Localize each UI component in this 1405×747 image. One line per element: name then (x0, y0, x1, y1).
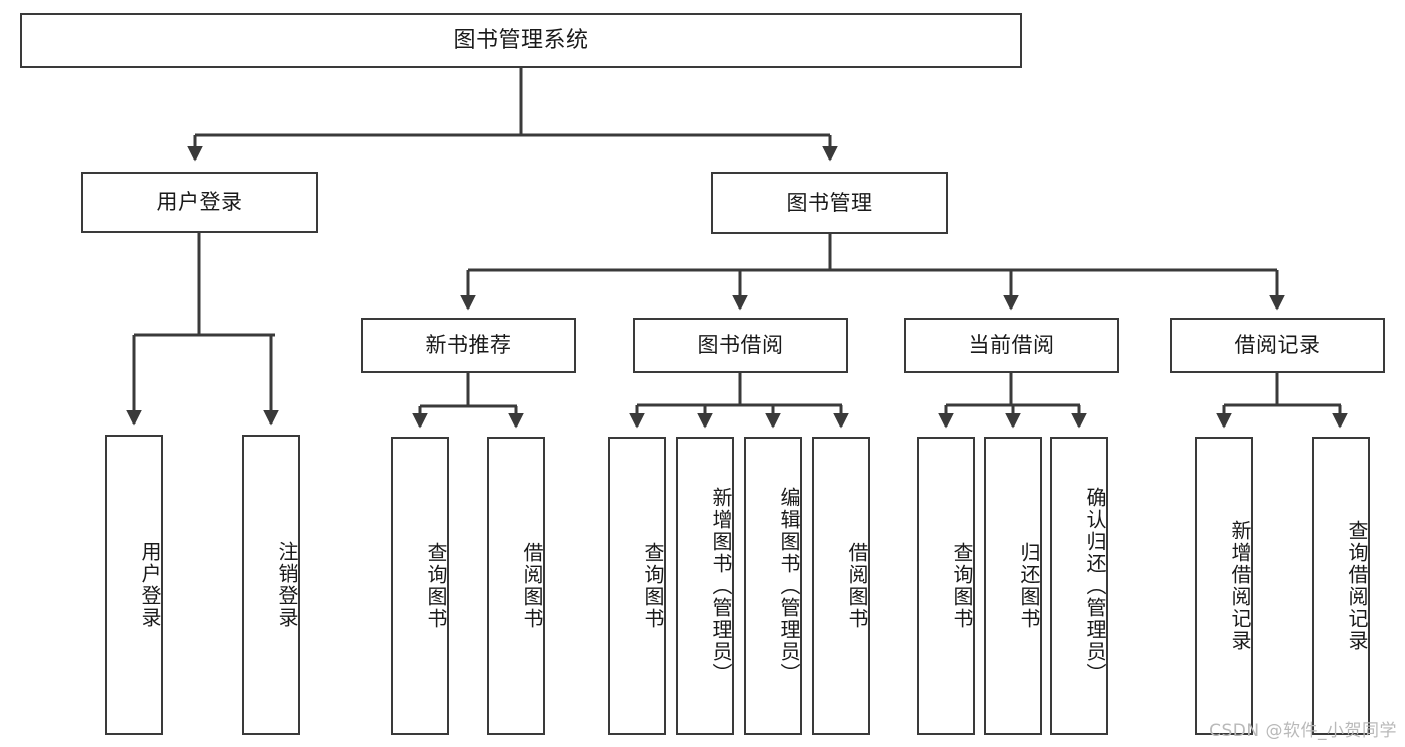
node-new-book-recommend[interactable]: 新书推荐 (361, 318, 576, 373)
node-user-login[interactable]: 用户登录 (81, 172, 318, 233)
leaf-borrow-book-1[interactable]: 借阅图书 (487, 437, 545, 735)
watermark: CSDN @软件_小贺同学 (1209, 721, 1397, 741)
leaf-query-book-2-label: 查询图书 (641, 542, 665, 630)
leaf-return-book-label: 归还图书 (1017, 542, 1041, 630)
leaf-edit-book-label: 编辑图书（管理员） (777, 487, 801, 685)
leaf-user-logout[interactable]: 注销登录 (242, 435, 300, 735)
leaf-borrow-book-2[interactable]: 借阅图书 (812, 437, 870, 735)
leaf-add-book[interactable]: 新增图书（管理员） (676, 437, 734, 735)
leaf-user-login[interactable]: 用户登录 (105, 435, 163, 735)
leaf-query-book-1[interactable]: 查询图书 (391, 437, 449, 735)
node-book-borrow[interactable]: 图书借阅 (633, 318, 848, 373)
leaf-return-book[interactable]: 归还图书 (984, 437, 1042, 735)
leaf-borrow-book-2-label: 借阅图书 (845, 542, 869, 630)
leaf-query-book-3-label: 查询图书 (950, 542, 974, 630)
leaf-query-record-label: 查询借阅记录 (1345, 520, 1369, 652)
node-book-manage[interactable]: 图书管理 (711, 172, 948, 234)
leaf-borrow-book-1-label: 借阅图书 (520, 542, 544, 630)
leaf-confirm-return[interactable]: 确认归还（管理员） (1050, 437, 1108, 735)
leaf-confirm-return-label: 确认归还（管理员） (1083, 487, 1107, 685)
node-current-borrow[interactable]: 当前借阅 (904, 318, 1119, 373)
leaf-edit-book[interactable]: 编辑图书（管理员） (744, 437, 802, 735)
node-root-label: 图书管理系统 (453, 27, 589, 53)
leaf-user-login-label: 用户登录 (138, 541, 162, 629)
leaf-add-record[interactable]: 新增借阅记录 (1195, 437, 1253, 735)
node-book-manage-label: 图书管理 (786, 190, 873, 215)
node-root[interactable]: 图书管理系统 (20, 13, 1022, 68)
leaf-query-record[interactable]: 查询借阅记录 (1312, 437, 1370, 735)
node-user-login-label: 用户登录 (156, 190, 243, 215)
node-current-borrow-label: 当前借阅 (968, 333, 1055, 358)
node-new-book-recommend-label: 新书推荐 (425, 333, 512, 358)
node-book-borrow-label: 图书借阅 (697, 333, 784, 358)
leaf-add-book-label: 新增图书（管理员） (709, 487, 733, 685)
leaf-query-book-1-label: 查询图书 (424, 542, 448, 630)
leaf-query-book-3[interactable]: 查询图书 (917, 437, 975, 735)
node-borrow-record[interactable]: 借阅记录 (1170, 318, 1385, 373)
leaf-query-book-2[interactable]: 查询图书 (608, 437, 666, 735)
leaf-user-logout-label: 注销登录 (275, 541, 299, 629)
node-borrow-record-label: 借阅记录 (1234, 333, 1321, 358)
leaf-add-record-label: 新增借阅记录 (1228, 520, 1252, 652)
